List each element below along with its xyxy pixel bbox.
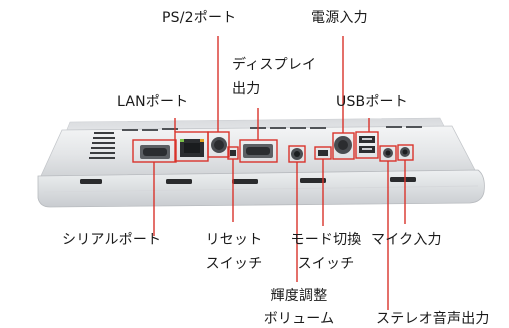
device-feet [80,177,416,184]
serial-port-shape [140,145,170,159]
usb-port-label: USBポート [336,94,408,110]
stereo-jack-shape [383,148,393,158]
reset-switch-shape [230,150,236,156]
ps2-port-shape [211,137,227,153]
display-port-shape [243,144,273,158]
mode-switch-shape [318,150,328,156]
brightness-volume-label-line2: ボリューム [263,311,335,327]
vent-grille-left [89,132,115,159]
mic-jack-shape [400,147,410,157]
power-port-shape [334,136,352,154]
reset-switch-label-line2: スイッチ [205,256,263,272]
reset-switch-label-line1: リセット [205,232,263,248]
lan-port-label: LANポート [117,94,189,110]
ps2-port-label: PS/2ポート [162,10,237,26]
callouts [132,36,414,310]
power-input-label: 電源入力 [311,10,368,26]
display-output-label-line2: 出力 [232,81,261,97]
mic-input-label: マイク入力 [371,232,442,248]
serial-port-label: シリアルポート [62,232,162,248]
brightness-knob-shape [291,148,303,160]
display-output-label-line1: ディスプレイ [232,57,317,73]
brightness-volume-label-line1: 輝度調整 [270,288,328,304]
usb-callout-box [355,131,379,159]
mode-switch-label-line1: モード切換 [290,232,362,248]
lan-port-shape [180,139,204,157]
stereo-output-label: ステレオ音声出力 [376,311,490,327]
mode-switch-label-line2: スイッチ [297,256,355,272]
usb-ports-shape [359,136,375,153]
